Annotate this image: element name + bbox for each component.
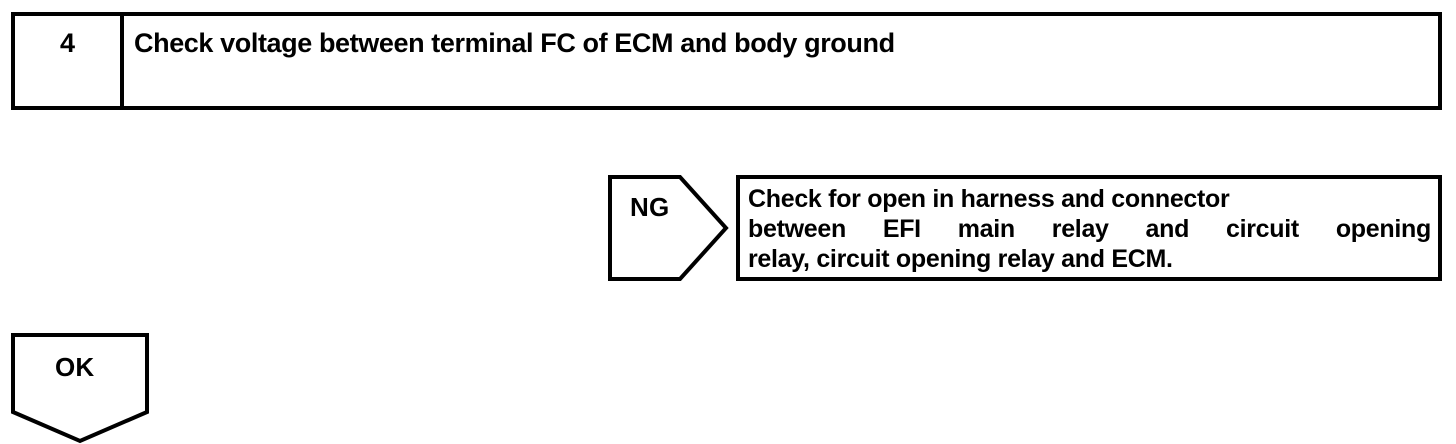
ng-result-word: and	[1145, 215, 1190, 243]
ng-result-word: between	[748, 215, 846, 243]
ng-result-line-2: between EFI main relay and circuit openi…	[748, 214, 1431, 244]
ng-flag-shape: NG	[608, 175, 729, 281]
ng-result-word: circuit	[1225, 215, 1299, 243]
step-number: 4	[59, 28, 76, 58]
ng-result-word: main	[957, 215, 1015, 243]
ng-branch: NG Check for open in harness and connect…	[608, 175, 1442, 282]
ng-pentagon-icon	[608, 175, 729, 281]
ng-result-word: opening	[1335, 215, 1431, 243]
ng-result-word: EFI	[882, 215, 921, 243]
step-instruction-text: Check voltage between terminal FC of ECM…	[134, 28, 895, 58]
step-row: 4 Check voltage between terminal FC of E…	[11, 12, 1442, 110]
ng-label: NG	[630, 192, 670, 222]
ok-pentagon-icon	[11, 333, 149, 444]
ng-result-line-1: Check for open in harness and connector	[748, 185, 1230, 213]
ng-result-word: relay	[1051, 215, 1109, 243]
ng-result-line-3: relay, circuit opening relay and ECM.	[748, 245, 1173, 273]
ok-label: OK	[55, 352, 95, 382]
ng-result-box: Check for open in harness and connector …	[736, 175, 1442, 281]
step-number-cell: 4	[15, 16, 124, 106]
step-description-cell: Check voltage between terminal FC of ECM…	[124, 16, 1438, 106]
ok-flag-shape: OK	[11, 333, 149, 444]
